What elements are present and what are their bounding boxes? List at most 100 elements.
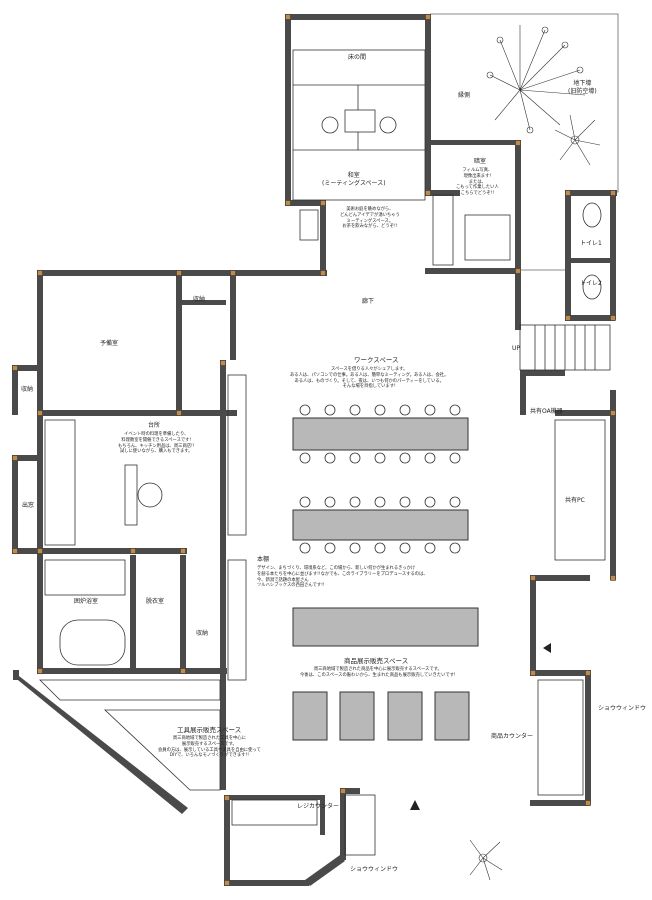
chair <box>299 496 311 508</box>
chair <box>374 452 386 464</box>
post <box>176 410 182 416</box>
post <box>530 670 536 676</box>
post <box>425 190 431 196</box>
post <box>320 200 326 206</box>
post <box>585 670 591 676</box>
tool-display-shelf <box>39 679 221 791</box>
display-table-3 <box>387 691 423 741</box>
posts <box>12 14 616 886</box>
post <box>285 200 291 206</box>
chair <box>399 452 411 464</box>
book-shelf-table <box>292 607 479 647</box>
label-reji-counter: レジカウンター <box>297 803 340 810</box>
label-anshitsu: 暗室 <box>474 158 487 165</box>
label-shuunou-2: 収納 <box>21 386 34 393</box>
chair <box>424 496 436 508</box>
entrance-arrow-icon <box>410 800 420 810</box>
label-daidokoro: 台所 <box>148 422 161 429</box>
chair <box>299 542 311 554</box>
post <box>285 14 291 20</box>
post <box>230 270 236 276</box>
post <box>180 668 186 674</box>
shrub-icon <box>469 839 503 881</box>
label-toilet1: トイレ1 <box>580 240 602 247</box>
post <box>224 795 230 801</box>
bathtub-icon <box>44 559 126 666</box>
tree-icon <box>486 25 586 134</box>
post <box>130 548 136 554</box>
work-table-1 <box>292 417 469 451</box>
chair <box>449 404 461 416</box>
chair <box>349 452 361 464</box>
chair <box>349 542 361 554</box>
chair <box>324 404 336 416</box>
kougu-description: 周三商地域で製造された工具を中心に 展示販売するスペースです。 会員の方は、展示… <box>158 736 261 759</box>
work-space-description: スペースを借りる人々がシェアします。 ある人は、パソコンでの仕事。ある人は、簡単… <box>290 367 449 390</box>
work-tables <box>292 417 479 741</box>
chairs <box>299 404 461 554</box>
post <box>220 360 226 366</box>
post <box>37 410 43 416</box>
chair <box>424 404 436 416</box>
post <box>610 315 616 321</box>
post <box>610 575 616 581</box>
post <box>530 575 536 581</box>
display-table-2 <box>339 691 375 741</box>
chair <box>424 542 436 554</box>
chair <box>374 542 386 554</box>
label-shuunou-1: 収納 <box>193 296 206 303</box>
chair <box>374 496 386 508</box>
kitchen-furniture <box>44 419 163 546</box>
post <box>12 548 18 554</box>
post <box>565 315 571 321</box>
label-work-space: ワークスペース <box>354 356 399 364</box>
label-show-window-2: ショウウィンドウ <box>350 866 399 873</box>
walls <box>12 14 617 886</box>
chair <box>349 404 361 416</box>
post <box>610 190 616 196</box>
post <box>425 14 431 20</box>
chair <box>324 496 336 508</box>
label-kyouyuu-oa: 共有OA機器 <box>530 408 563 415</box>
label-washitsu: 和室 (ミーティングスペース) <box>322 172 386 187</box>
post <box>12 455 18 461</box>
washitsu-furniture <box>292 49 511 266</box>
chair <box>399 542 411 554</box>
chair <box>449 452 461 464</box>
post <box>565 190 571 196</box>
post <box>585 800 591 806</box>
label-furo: 囲炉浴室 <box>74 598 99 605</box>
label-shouhin-space: 商品展示販売スペース <box>344 657 409 665</box>
chair <box>399 404 411 416</box>
label-datsuishitsu: 脱衣室 <box>146 598 165 605</box>
register-counter <box>231 794 376 856</box>
post <box>176 270 182 276</box>
hondana-description: デザイン、まちづくり、環境系など、この場から、新しい何かが生まれるきっかけ を創… <box>257 566 428 589</box>
label-show-window-1: ショウウィンドウ <box>598 705 647 712</box>
bookshelves <box>227 374 247 681</box>
post <box>610 410 616 416</box>
label-roka: 廊下 <box>362 298 375 305</box>
label-shouhin-counter: 商品カウンター <box>491 733 534 740</box>
post <box>37 270 43 276</box>
post <box>37 668 43 674</box>
label-yuka-no-ma: 床の間 <box>348 54 367 61</box>
post <box>37 548 43 554</box>
label-kyouyuu-pc: 共有PC <box>565 497 585 504</box>
label-deiri: 出窓 <box>22 502 35 509</box>
post <box>224 880 230 886</box>
chair <box>374 404 386 416</box>
post <box>515 268 521 274</box>
label-yobishitsu: 予備室 <box>100 340 119 347</box>
label-chikadou: 地下壕 (旧防空壕) <box>568 80 597 95</box>
shop-counter <box>537 419 606 796</box>
display-table-4 <box>434 691 470 741</box>
post <box>180 548 186 554</box>
post <box>515 140 521 146</box>
chair <box>449 542 461 554</box>
shouhin-description: 周三商地域で製造された商品を中心に展示販売するスペースです。 今後は、このスペー… <box>300 667 456 678</box>
label-hondana: 本棚 <box>257 556 270 563</box>
label-engawa: 縁側 <box>458 92 471 99</box>
chair <box>349 496 361 508</box>
